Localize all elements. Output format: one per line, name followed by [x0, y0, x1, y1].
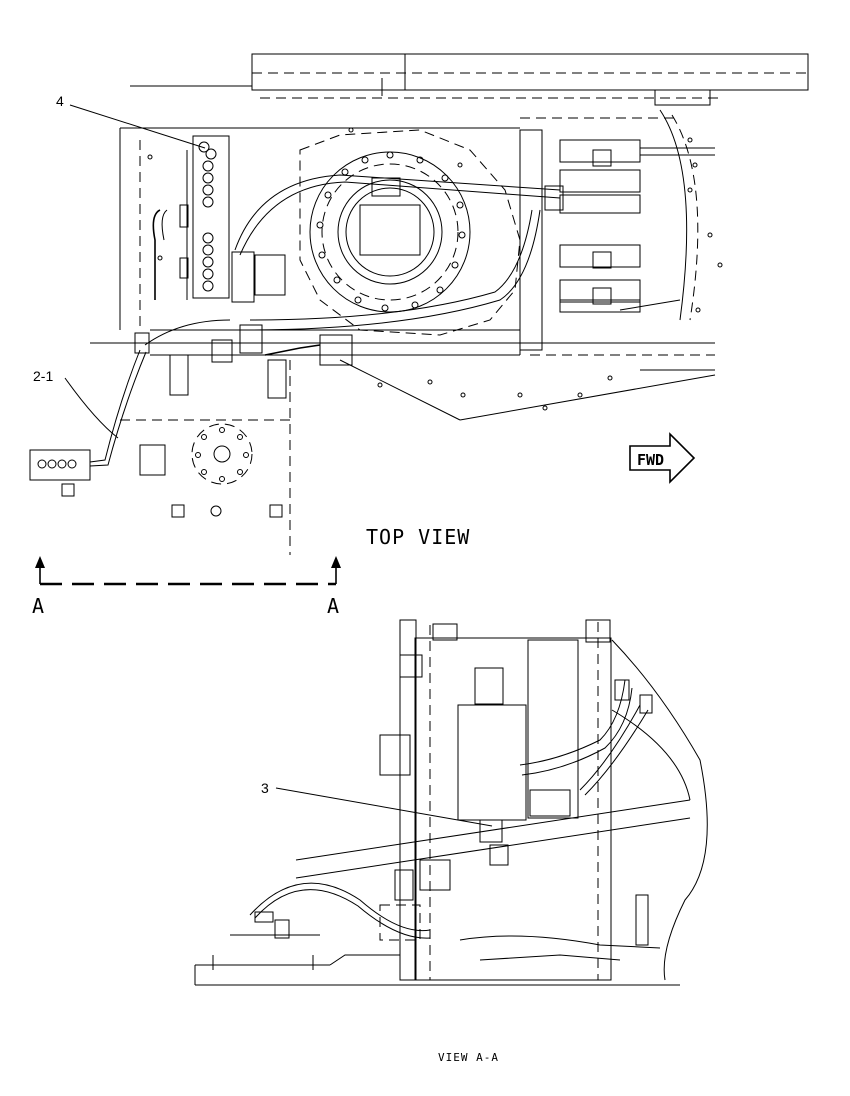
upper-frame — [120, 53, 809, 129]
section-marker: A A — [32, 556, 341, 618]
section-hoses — [230, 654, 653, 946]
fwd-arrow-label: FWD — [637, 451, 664, 469]
view-a-a-title: VIEW A-A — [438, 1051, 499, 1064]
section-housing — [399, 619, 612, 981]
callout-3-label: 3 — [261, 780, 269, 796]
top-view-title: TOP VIEW — [366, 525, 470, 549]
section-marker-left-label: A — [32, 594, 45, 618]
right-valve-group — [519, 109, 715, 351]
section-frame-slopes — [194, 639, 708, 986]
center-valves — [134, 251, 353, 399]
bolt-holes — [147, 127, 723, 411]
top-view: 4 2-1 FWD TOP VIEW — [29, 53, 809, 555]
callout-2-1-label: 2-1 — [33, 368, 53, 384]
callout-4-leader — [69, 104, 206, 149]
callout-3-leader — [275, 787, 493, 827]
top-hoses — [234, 174, 564, 331]
callout-4-label: 4 — [56, 93, 64, 109]
left-valve-bank — [152, 135, 230, 300]
fwd-arrow: FWD — [629, 432, 696, 484]
view-a-a: 3 VIEW A-A — [194, 619, 708, 1064]
callout-2-1-leader — [64, 377, 119, 439]
section-marker-right-label: A — [327, 594, 340, 618]
swing-bearing — [299, 129, 521, 336]
lower-left-assembly — [29, 349, 290, 518]
